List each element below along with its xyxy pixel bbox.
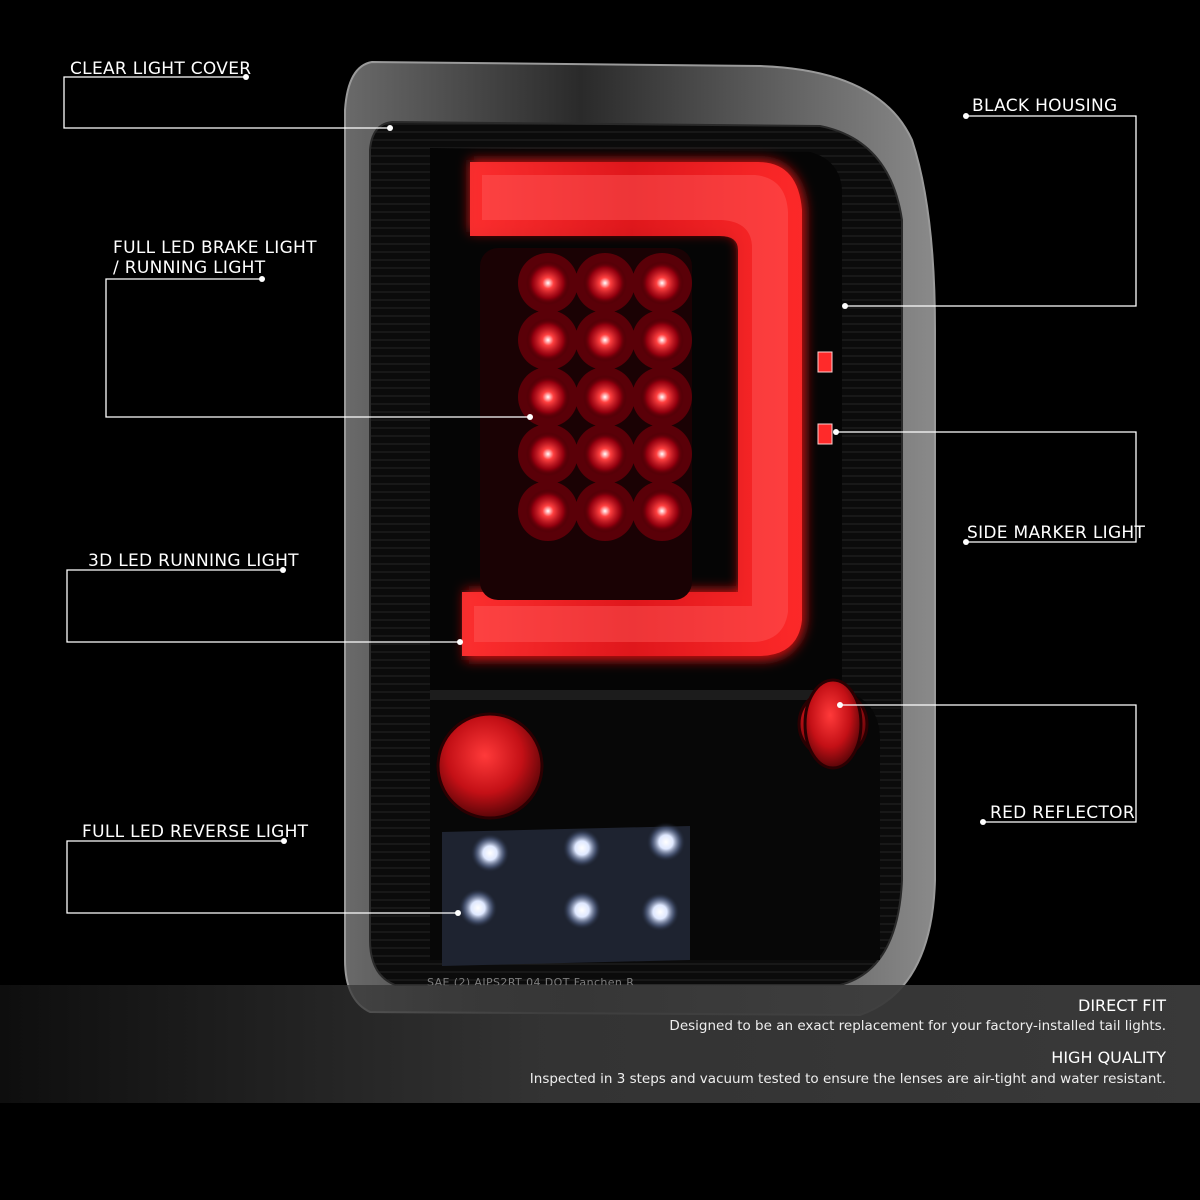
label-full-led-reverse-light: FULL LED REVERSE LIGHT (82, 822, 309, 842)
side-marker-led-lower (817, 423, 833, 445)
brake-led (526, 375, 570, 419)
feature-title-direct-fit: DIRECT FIT (1078, 996, 1166, 1015)
callout-lines (63, 76, 1137, 914)
reverse-led (470, 833, 510, 873)
label-red-reflector: RED REFLECTOR (990, 803, 1135, 823)
brake-led (583, 489, 627, 533)
side-marker-led-upper (817, 351, 833, 373)
label-black-housing: BLACK HOUSING (972, 96, 1118, 116)
feature-title-high-quality: HIGH QUALITY (1051, 1048, 1166, 1067)
brake-led (640, 432, 684, 476)
brake-led (640, 489, 684, 533)
brake-led (583, 432, 627, 476)
brake-led (526, 318, 570, 362)
label-clear-light-cover: CLEAR LIGHT COVER (70, 59, 252, 79)
brake-led (526, 432, 570, 476)
red-reflector-left (436, 712, 544, 820)
brake-led-grid (518, 253, 692, 541)
feature-text-high-quality: Inspected in 3 steps and vacuum tested t… (529, 1071, 1166, 1087)
brake-led (640, 318, 684, 362)
brake-led (583, 318, 627, 362)
brake-led (583, 261, 627, 305)
reverse-led (562, 890, 602, 930)
reverse-led-grid (458, 822, 686, 932)
brake-led (640, 261, 684, 305)
brake-led (640, 375, 684, 419)
brake-led (526, 489, 570, 533)
reverse-led (458, 888, 498, 928)
reverse-led (646, 822, 686, 862)
feature-info-band (0, 985, 1200, 1103)
reverse-led (640, 892, 680, 932)
reverse-led (562, 828, 602, 868)
feature-text-direct-fit: Designed to be an exact replacement for … (669, 1018, 1166, 1034)
label-3d-led-running-light: 3D LED RUNNING LIGHT (88, 551, 299, 571)
label-full-led-brake-light: FULL LED BRAKE LIGHT / RUNNING LIGHT (113, 238, 317, 278)
brake-led (526, 261, 570, 305)
label-side-marker-light: SIDE MARKER LIGHT (967, 523, 1146, 543)
brake-led (583, 375, 627, 419)
